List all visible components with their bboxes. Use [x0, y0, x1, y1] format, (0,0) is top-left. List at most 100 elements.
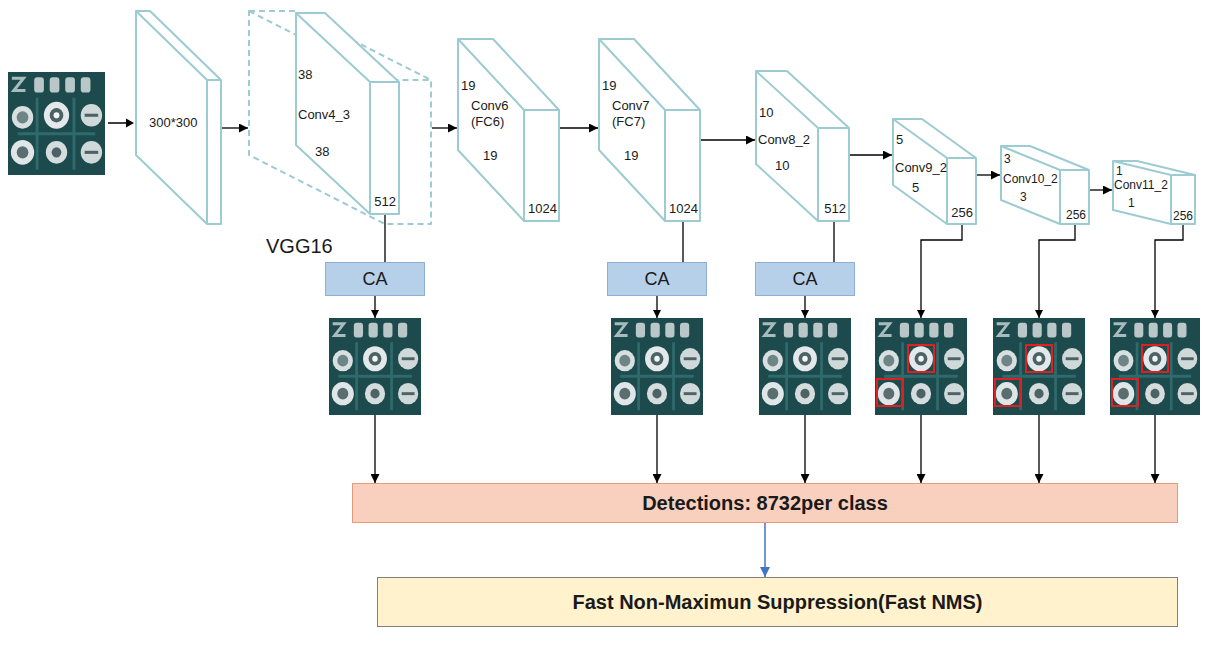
layer-name: Conv9_2	[895, 160, 947, 176]
dimension-label: 3	[1020, 190, 1027, 204]
dimension-label: 1	[1128, 196, 1135, 210]
input-image	[8, 72, 105, 175]
dimension-label: 5	[912, 180, 919, 196]
flow-arrow	[1090, 189, 1112, 190]
arrow-head	[653, 310, 661, 318]
layer-name: VGG16	[266, 234, 333, 258]
box-label: CA	[792, 269, 817, 290]
box-label: CA	[362, 269, 387, 290]
cuboid-edge	[296, 13, 399, 214]
cuboid-hull	[756, 71, 849, 221]
input-layer-slab: 300*300	[135, 10, 222, 225]
feature-thumbnail	[1110, 318, 1200, 415]
attention-box: CA	[607, 262, 707, 296]
conv-layer-block: 38Conv4_338512	[295, 12, 400, 215]
input-arrow	[108, 122, 126, 124]
box-label: Fast Non-Maximun Suppression(Fast NMS)	[572, 591, 982, 614]
conv-layer-block: 5Conv9_25256	[892, 118, 977, 225]
dimension-label: 1024	[669, 201, 698, 217]
cuboid-hull	[296, 13, 399, 214]
cuboid-hull	[458, 39, 559, 221]
attention-box: CA	[755, 262, 855, 296]
cuboid-hull	[1001, 146, 1089, 224]
flow-arrow	[560, 127, 598, 128]
dimension-label: 19	[624, 148, 638, 164]
detection-box	[908, 345, 934, 372]
cuboid-hull	[136, 11, 221, 224]
conv-layer-block: 10Conv8_210512	[755, 70, 850, 222]
feature-thumbnail	[993, 318, 1085, 415]
dimension-label: 256	[1066, 208, 1086, 222]
dimension-label: 3	[1004, 152, 1011, 166]
attention-box: CA	[325, 262, 425, 296]
box-label: Detections: 8732per class	[642, 492, 888, 515]
backbone-group: VGG1638Conv4_338512	[248, 10, 432, 225]
cuboid-hull	[893, 119, 976, 224]
flow-arrow	[833, 222, 834, 262]
dimension-label: 256	[951, 205, 973, 221]
detections-bar: Detections: 8732per class	[352, 483, 1178, 523]
dimension-label: 19	[461, 78, 475, 94]
nms-box: Fast Non-Maximun Suppression(Fast NMS)	[377, 577, 1178, 627]
flow-arrow	[682, 222, 683, 262]
dimension-label: 1024	[528, 201, 557, 217]
flow-arrow	[432, 127, 457, 128]
cuboid-edge	[599, 39, 700, 221]
detection-box	[1142, 345, 1168, 372]
dimension-label: 19	[483, 148, 497, 164]
dimension-label: 5	[896, 132, 903, 148]
conv-layer-block: 1Conv11_21256	[1112, 160, 1196, 225]
cuboid-edge	[756, 71, 849, 221]
dimension-label: 256	[1173, 209, 1193, 223]
dimension-label: 512	[374, 194, 396, 210]
cuboid-hull	[599, 39, 700, 221]
arrow-head	[1151, 310, 1159, 318]
layer-name: 300*300	[149, 115, 197, 131]
dimension-label: 1	[1116, 164, 1123, 178]
conv-layer-block: 3Conv10_23256	[1000, 145, 1090, 225]
arrow-head	[371, 310, 379, 318]
cuboid-edge	[1113, 161, 1195, 224]
layer-name: Conv6 (FC6)	[471, 98, 517, 129]
flow-arrow	[977, 174, 1000, 175]
arrow-head	[126, 119, 134, 128]
detection-box	[1112, 379, 1138, 406]
cuboid-hull	[1113, 161, 1195, 224]
cuboid-edge	[1001, 146, 1089, 224]
feature-thumbnail	[611, 318, 703, 415]
conv-layer-block: 19Conv7 (FC7)191024	[598, 38, 701, 222]
arrow-head	[1035, 310, 1043, 318]
conv-layer-block: 19Conv6 (FC6)191024	[457, 38, 560, 222]
detection-box	[995, 379, 1021, 406]
layer-name: Conv8_2	[758, 132, 810, 148]
cuboid-outline	[598, 38, 701, 222]
arrow-head	[801, 310, 809, 318]
dimension-label: 512	[824, 201, 846, 217]
layer-name: Conv10_2	[1003, 172, 1058, 186]
dimension-label: 10	[775, 158, 789, 174]
layer-name: Conv11_2	[1114, 178, 1168, 192]
feature-thumbnail	[759, 318, 851, 415]
dimension-label: 10	[759, 105, 773, 121]
layer-name: Conv4_3	[298, 107, 350, 123]
flow-arrow	[384, 215, 385, 262]
flow-arrow	[222, 127, 248, 128]
dimension-label: 19	[602, 78, 616, 94]
feature-thumbnail	[875, 318, 967, 415]
detection-box	[877, 379, 903, 406]
flow-arrow	[850, 154, 892, 155]
flow-arrow	[701, 139, 755, 140]
cuboid-edge	[458, 39, 559, 221]
layer-name: Conv7 (FC7)	[612, 98, 658, 129]
cuboid-edge	[893, 119, 976, 224]
box-label: CA	[644, 269, 669, 290]
cuboid-outline	[457, 38, 560, 222]
dimension-label: 38	[315, 144, 329, 160]
detection-box	[1026, 345, 1052, 372]
flow-arrow	[764, 523, 766, 577]
arrow-head	[917, 310, 925, 318]
cuboid-edge	[136, 11, 221, 224]
dimension-label: 38	[298, 67, 312, 83]
feature-thumbnail	[329, 318, 421, 415]
